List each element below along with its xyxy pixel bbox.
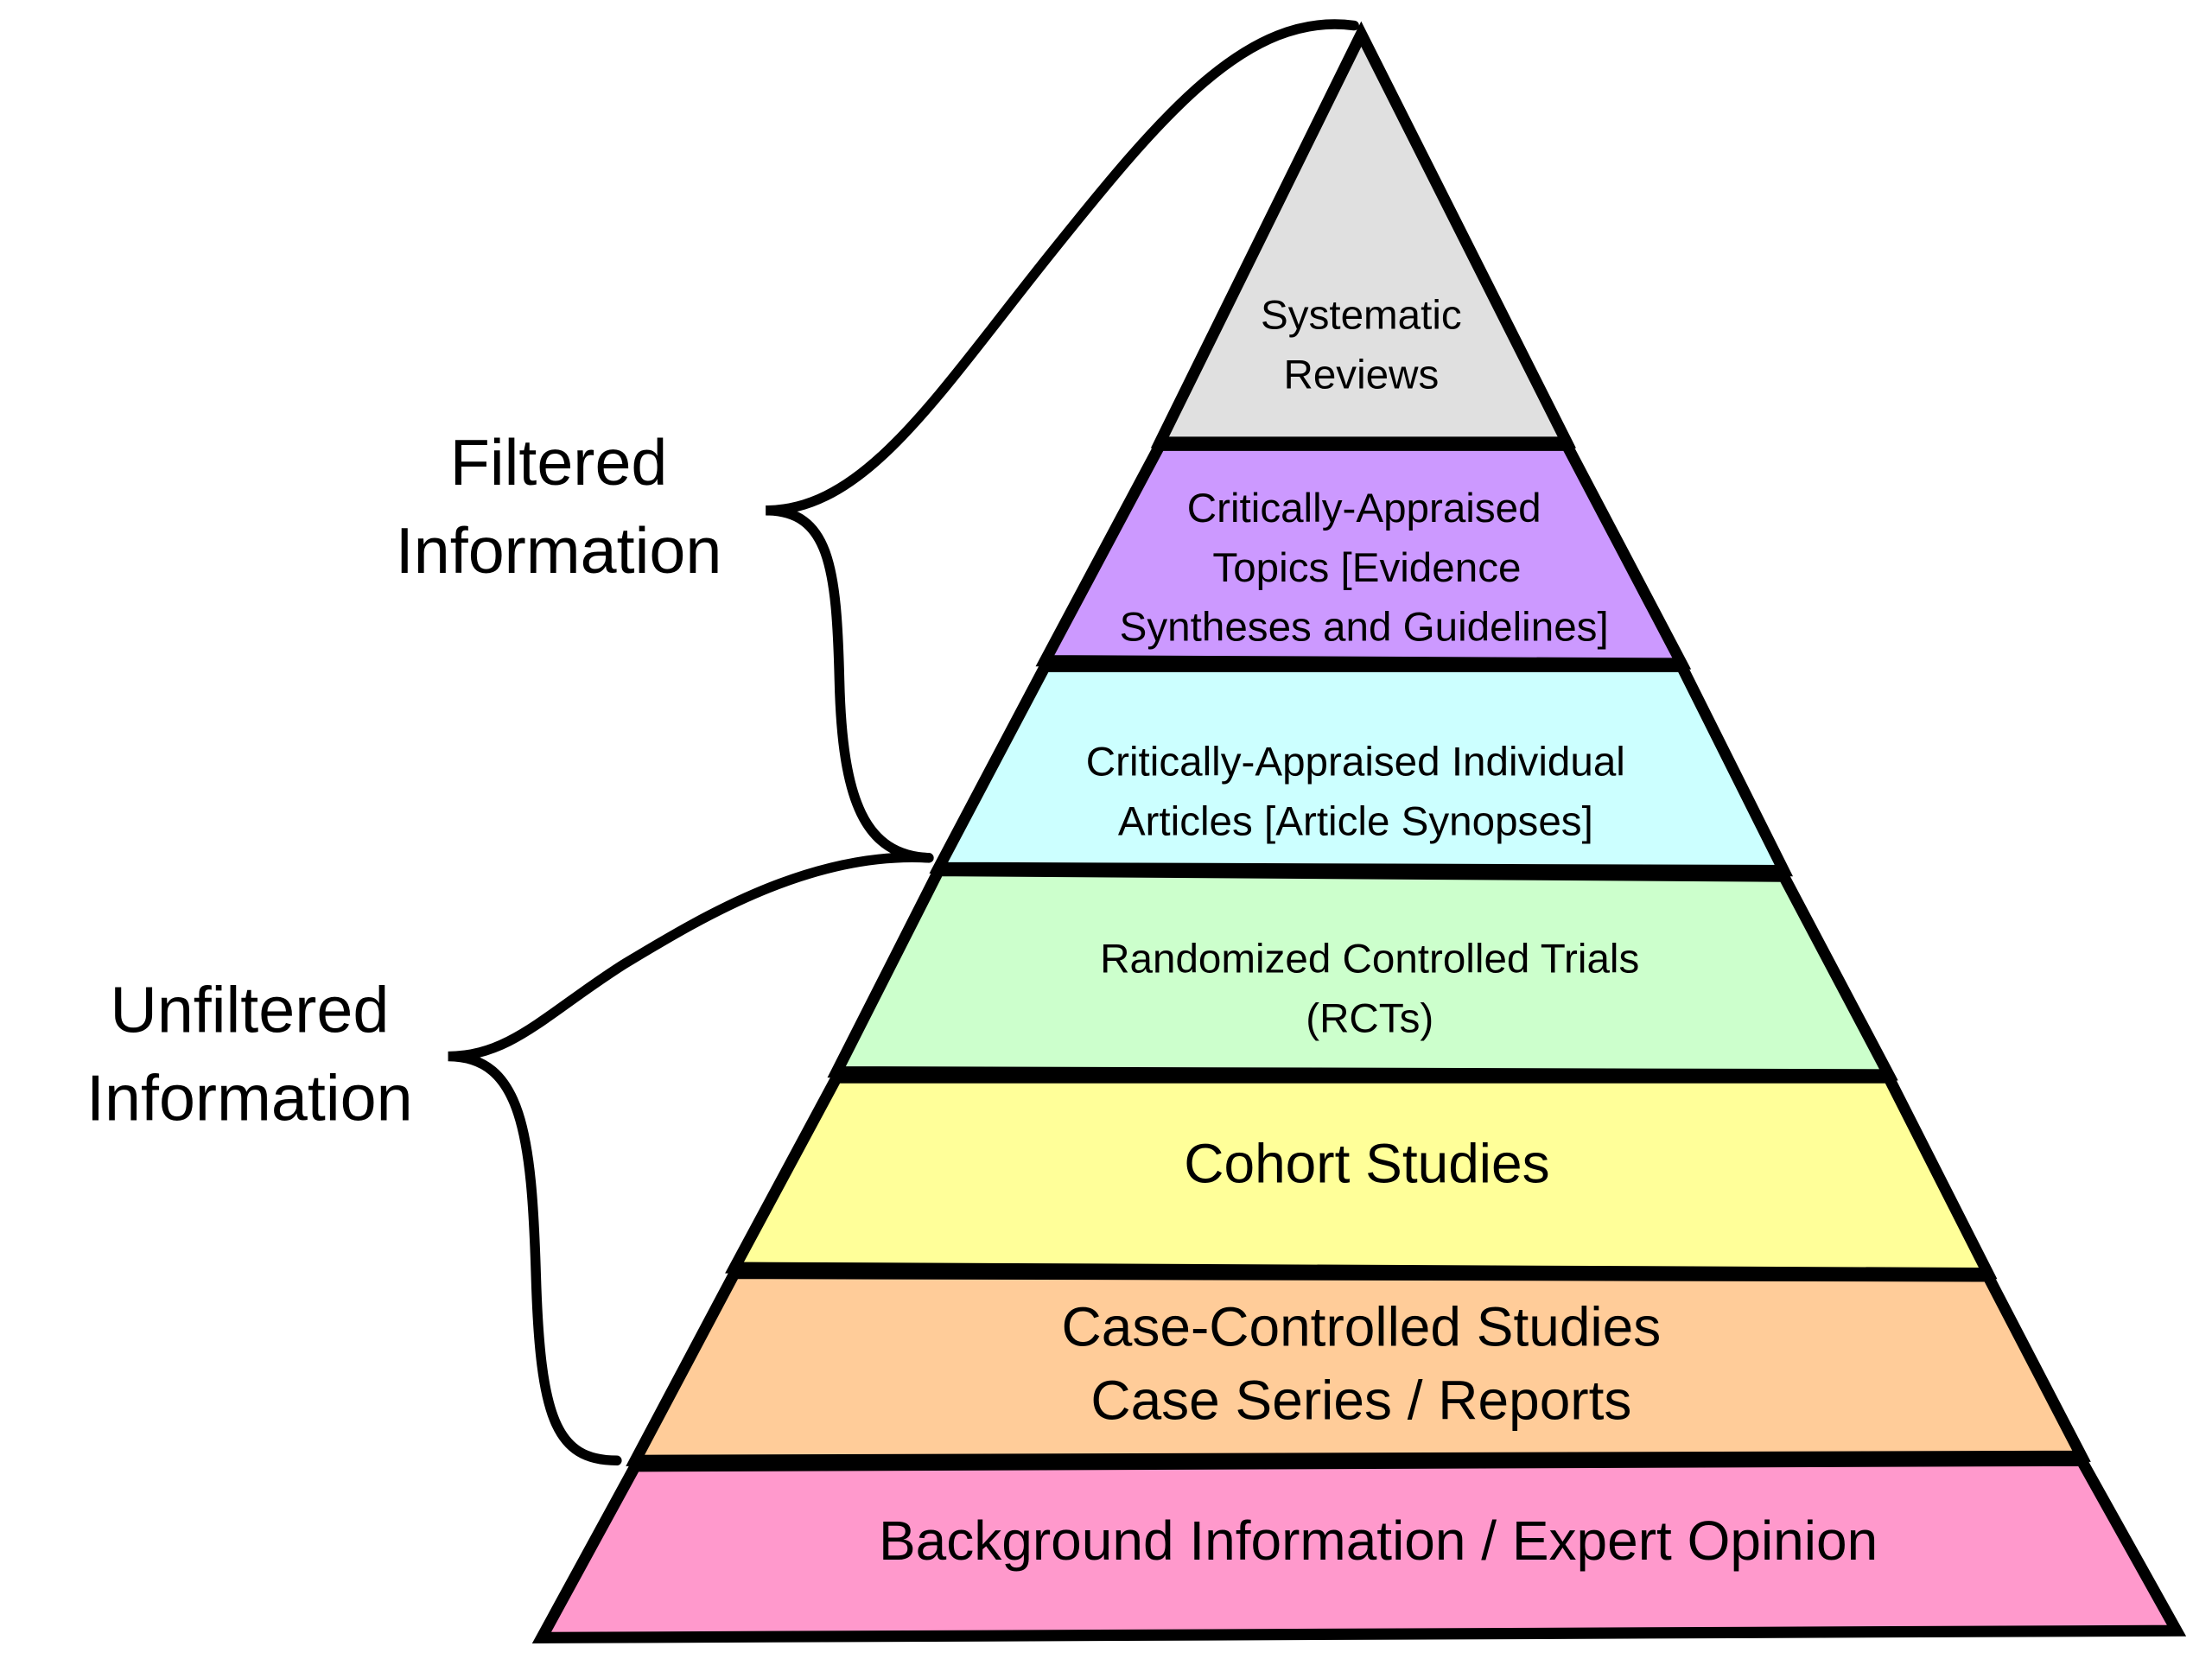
filtered-brace xyxy=(766,19,1359,863)
level-label: Cohort Studies xyxy=(1184,1133,1549,1195)
unfiltered-brace xyxy=(448,852,934,1465)
level-background-information xyxy=(531,1454,2187,1643)
level-label: Randomized Controlled Trials(RCTs) xyxy=(1100,937,1639,1042)
level-label: Background Information / Expert Opinion xyxy=(879,1510,1878,1572)
